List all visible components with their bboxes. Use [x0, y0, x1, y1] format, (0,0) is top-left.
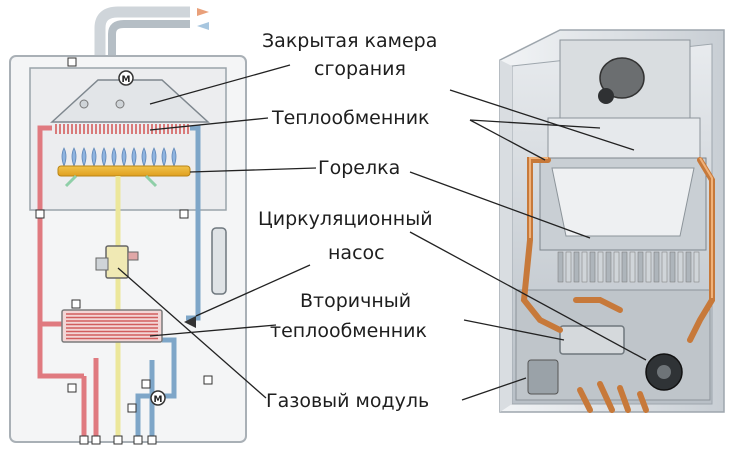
- copper-pipes: [520, 157, 715, 413]
- leader-secondary-left: [149, 324, 277, 337]
- expansion-tank: [211, 227, 227, 295]
- leader-pump-right: [409, 231, 647, 361]
- valve-motor-icon: [150, 390, 166, 406]
- flue-pipes: [94, 6, 209, 60]
- leader-heat-exchanger-right-1: [469, 119, 546, 161]
- boiler-cutaway-view: [499, 29, 725, 413]
- leader-gas-module-right: [461, 377, 527, 401]
- leader-secondary-right: [463, 319, 565, 341]
- valve-marker: M: [154, 395, 163, 405]
- burner-element: [57, 147, 191, 177]
- secondary-heat-exchanger-block: [559, 325, 625, 355]
- bottom-connections: [79, 435, 157, 445]
- leader-gas-module-left: [117, 267, 267, 399]
- burner-strip: [557, 251, 700, 283]
- pump-icon: [184, 316, 196, 328]
- combustion-hood: [50, 79, 210, 123]
- exhaust-arrow-icon: [197, 8, 209, 16]
- leader-burner-left: [189, 167, 317, 173]
- gas-module-block: [527, 359, 559, 395]
- label-gas-module: Газовый модуль: [266, 390, 430, 412]
- label-secondary-line2: теплообменник: [270, 320, 427, 342]
- leader-pump-left: [195, 264, 311, 317]
- heat-exchanger-fins: [55, 124, 189, 134]
- intake-arrow-icon: [197, 22, 209, 30]
- label-combustion-chamber-line2: сгорания: [314, 58, 406, 80]
- secondary-heat-exchanger-plate: [61, 309, 163, 343]
- airflow-arrow-icon: [64, 174, 78, 188]
- leader-heat-exchanger-right-2: [469, 119, 601, 129]
- fan-motor: [599, 57, 645, 99]
- label-pump-line1: Циркуляционный: [258, 208, 433, 230]
- leader-chamber-left: [149, 64, 291, 105]
- leader-lines: [117, 64, 647, 401]
- schematic-view: M: [9, 6, 247, 445]
- leader-burner-right: [409, 171, 591, 239]
- label-combustion-chamber-line1: Закрытая камера: [262, 30, 438, 52]
- label-burner: Горелка: [318, 157, 401, 179]
- leader-heat-exchanger-left: [149, 117, 269, 131]
- fan-icon: [118, 70, 134, 86]
- label-secondary-line1: Вторичный: [300, 290, 412, 312]
- airflow-arrow-icon: [144, 174, 158, 188]
- label-pump-line2: насос: [328, 242, 385, 264]
- closed-combustion-chamber: [547, 117, 701, 159]
- sensor-markers: [35, 57, 213, 413]
- hot-water-circuit: [37, 125, 99, 442]
- gas-valve-block: [95, 245, 139, 279]
- label-heat-exchanger: Теплообменник: [272, 107, 430, 129]
- leader-chamber-right: [449, 89, 635, 151]
- fan-marker: M: [122, 75, 131, 85]
